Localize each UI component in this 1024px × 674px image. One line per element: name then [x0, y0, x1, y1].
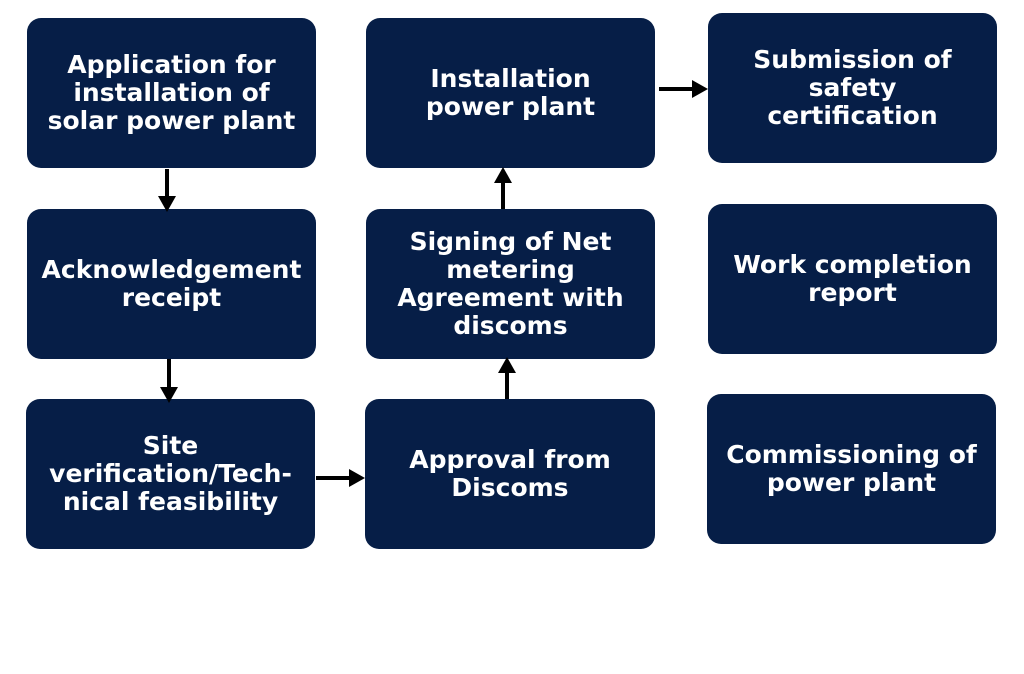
arrow-approval-to-net-metering	[498, 357, 516, 399]
arrow-application-to-acknowledgement	[158, 169, 176, 212]
step-approval-box: Approval from Discoms	[365, 399, 655, 549]
step-installation-box: Installation power plant	[366, 18, 655, 168]
step-approval-label: Approval from Discoms	[409, 445, 611, 502]
arrow-site-verification-to-approval	[316, 469, 365, 487]
step-commissioning-label: Commissioning of power plant	[726, 440, 977, 497]
step-application-box: Application for installation of solar po…	[27, 18, 316, 168]
step-work-completion-box: Work completion report	[708, 204, 997, 354]
step-acknowledgement-label: Acknowledgement receipt	[41, 255, 302, 312]
step-installation-label: Installation power plant	[425, 64, 596, 121]
arrow-net-metering-to-installation	[494, 167, 512, 209]
step-safety-certification-box: Submission of safety certification	[708, 13, 997, 163]
step-net-metering-label: Signing of Net metering Agreement with d…	[397, 227, 624, 340]
step-site-verification-label: Site verification/Tech- nical feasibilit…	[49, 431, 292, 516]
arrow-acknowledgement-to-site-verification	[160, 359, 178, 403]
step-application-label: Application for installation of solar po…	[47, 50, 296, 135]
step-work-completion-label: Work completion report	[733, 250, 972, 307]
arrow-installation-to-safety-certification	[659, 80, 708, 98]
step-net-metering-box: Signing of Net metering Agreement with d…	[366, 209, 655, 359]
step-commissioning-box: Commissioning of power plant	[707, 394, 996, 544]
step-safety-certification-label: Submission of safety certification	[753, 45, 952, 130]
step-site-verification-box: Site verification/Tech- nical feasibilit…	[26, 399, 315, 549]
step-acknowledgement-box: Acknowledgement receipt	[27, 209, 316, 359]
